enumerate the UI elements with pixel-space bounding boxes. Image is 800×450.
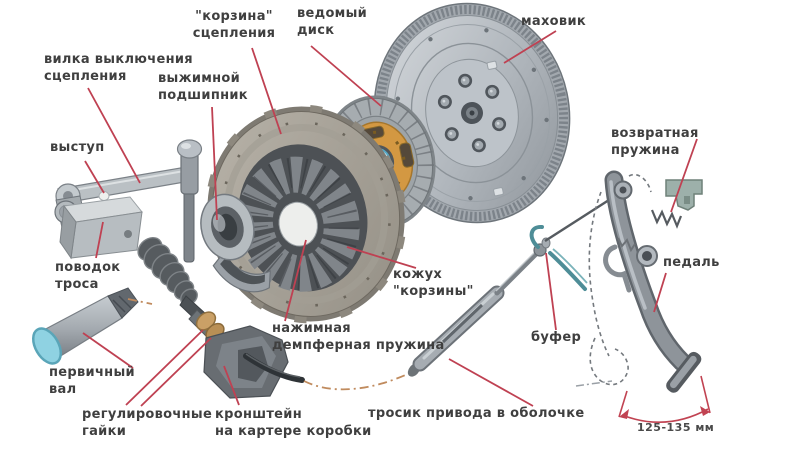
primary-shaft-part [31,287,139,365]
leader-pressure-damper-spring [284,239,307,322]
drive-cable-part [407,189,624,377]
leader-cable-leash [95,221,104,259]
clutch-basket-part [205,104,407,324]
dimension-arc [618,375,711,423]
leader-pedal [653,272,667,313]
leader-adjusting-nuts [125,329,204,406]
gearbox-bracket-part [203,325,305,399]
fork-ball-head [176,139,203,159]
shaft-blue-face [31,327,63,365]
cable-hook [603,244,632,293]
flywheel-bolts [437,73,507,153]
release-bearing-part [200,193,271,293]
leader-return-spring [670,138,698,213]
axis-dashdot-lines [127,298,413,391]
leader-lines [82,30,698,407]
leader-clutch-basket [251,47,282,135]
buffer-hook [529,224,544,249]
cable-sheath-curve [243,353,305,383]
pedal-part [603,170,703,393]
cable-leash-part [59,196,143,260]
spring-bracket [665,179,703,211]
leader-fork-lug [84,160,105,194]
leader-buffer [545,252,557,331]
leader-primary-shaft [82,332,134,369]
basket-rivets [221,121,391,307]
leader-flywheel [503,30,557,64]
leader-adjusting-nuts [140,337,212,407]
leader-drive-cable [448,358,534,407]
friction-segments [324,97,434,227]
flywheel-holes [395,28,549,201]
leader-gearbox-bracket [223,365,240,406]
ghost-axis-line [575,380,613,387]
leader-driven-disc [310,45,382,107]
buffer-hook [548,251,587,291]
leader-release-bearing [211,106,218,221]
leader-release-fork [87,87,141,184]
pedal-pad [666,351,702,393]
basket-lugs [205,104,407,324]
pedal-ghost-outline [588,173,652,386]
leader-basket-cover [346,246,417,269]
flywheel-ring-gear [375,5,569,221]
return-spring-part [650,209,683,229]
